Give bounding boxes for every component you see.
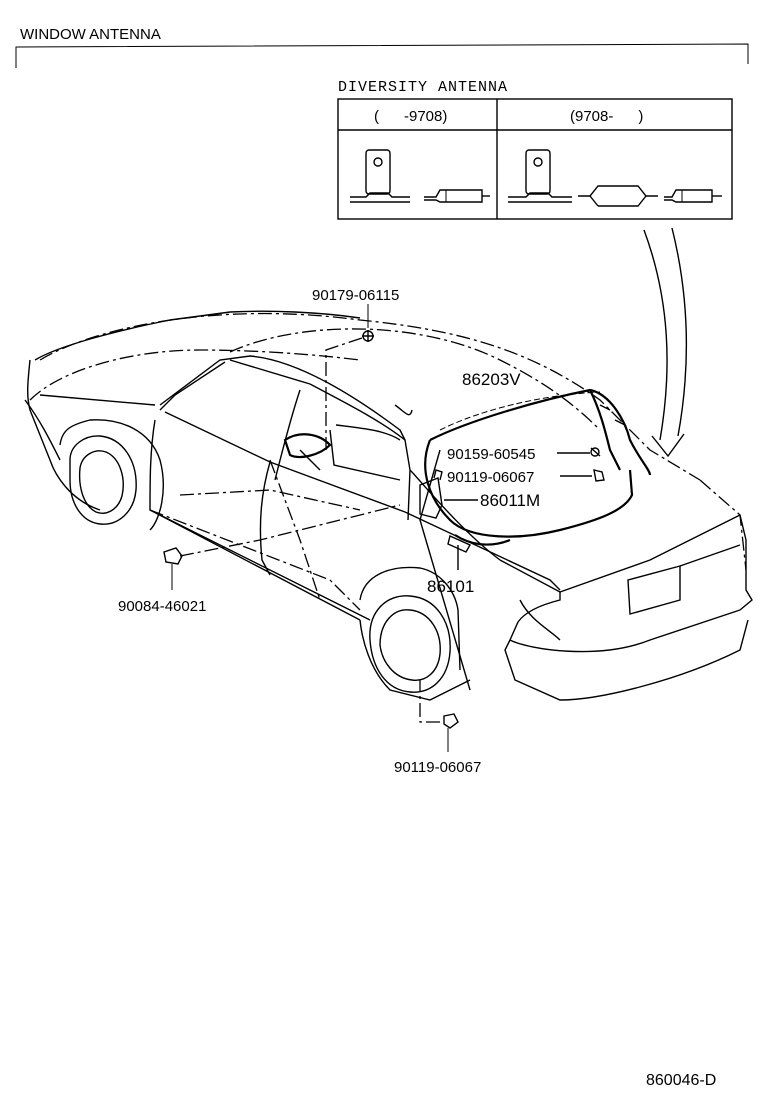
part-number-90119-06067-lower: 90119-06067 [394, 759, 481, 776]
noise-filter-icon [578, 185, 658, 207]
fastener-90179-06115 [325, 304, 374, 450]
part-number-90119-06067-upper: 90119-06067 [447, 469, 534, 486]
antenna-amplifier-icon [350, 149, 410, 203]
fastener-90159-60545 [557, 447, 601, 457]
fastener-icon [593, 469, 605, 482]
part-number-90159-60545: 90159-60545 [447, 446, 535, 463]
car-outline-icon [24, 310, 753, 701]
fastener-icon [590, 447, 600, 457]
part-number-90084-46021: 90084-46021 [118, 598, 206, 615]
inset-column-label-late: (9708- ) [570, 108, 643, 125]
antenna-amplifier-icon [508, 149, 572, 203]
part-number-86101: 86101 [427, 577, 474, 596]
fastener-90119-06067-lower [419, 680, 459, 752]
diagram-code: 860046-D [646, 1072, 716, 1089]
window-antenna-harness [283, 388, 652, 553]
title-frame [15, 43, 749, 68]
part-number-86203V: 86203V [462, 370, 521, 389]
antenna-connector-icon [664, 189, 722, 203]
fastener-90084-46021 [163, 504, 401, 590]
inset-title: DIVERSITY ANTENNA [338, 79, 508, 96]
fastener-icon [443, 713, 459, 729]
antenna-amplifier-icon [419, 477, 443, 519]
inset-pointer-arrow [643, 227, 688, 458]
part-number-86011M: 86011M [480, 491, 540, 510]
diagram-title: WINDOW ANTENNA [20, 26, 161, 43]
part-number-90179-06115: 90179-06115 [312, 287, 399, 304]
fastener-90119-06067-upper [560, 469, 605, 482]
antenna-connector-icon [424, 189, 490, 203]
fastener-icon [163, 547, 183, 565]
inset-column-label-early: ( -9708) [374, 108, 447, 125]
diversity-antenna-inset: DIVERSITY ANTENNA ( -9708) (9708- ) [337, 79, 733, 220]
